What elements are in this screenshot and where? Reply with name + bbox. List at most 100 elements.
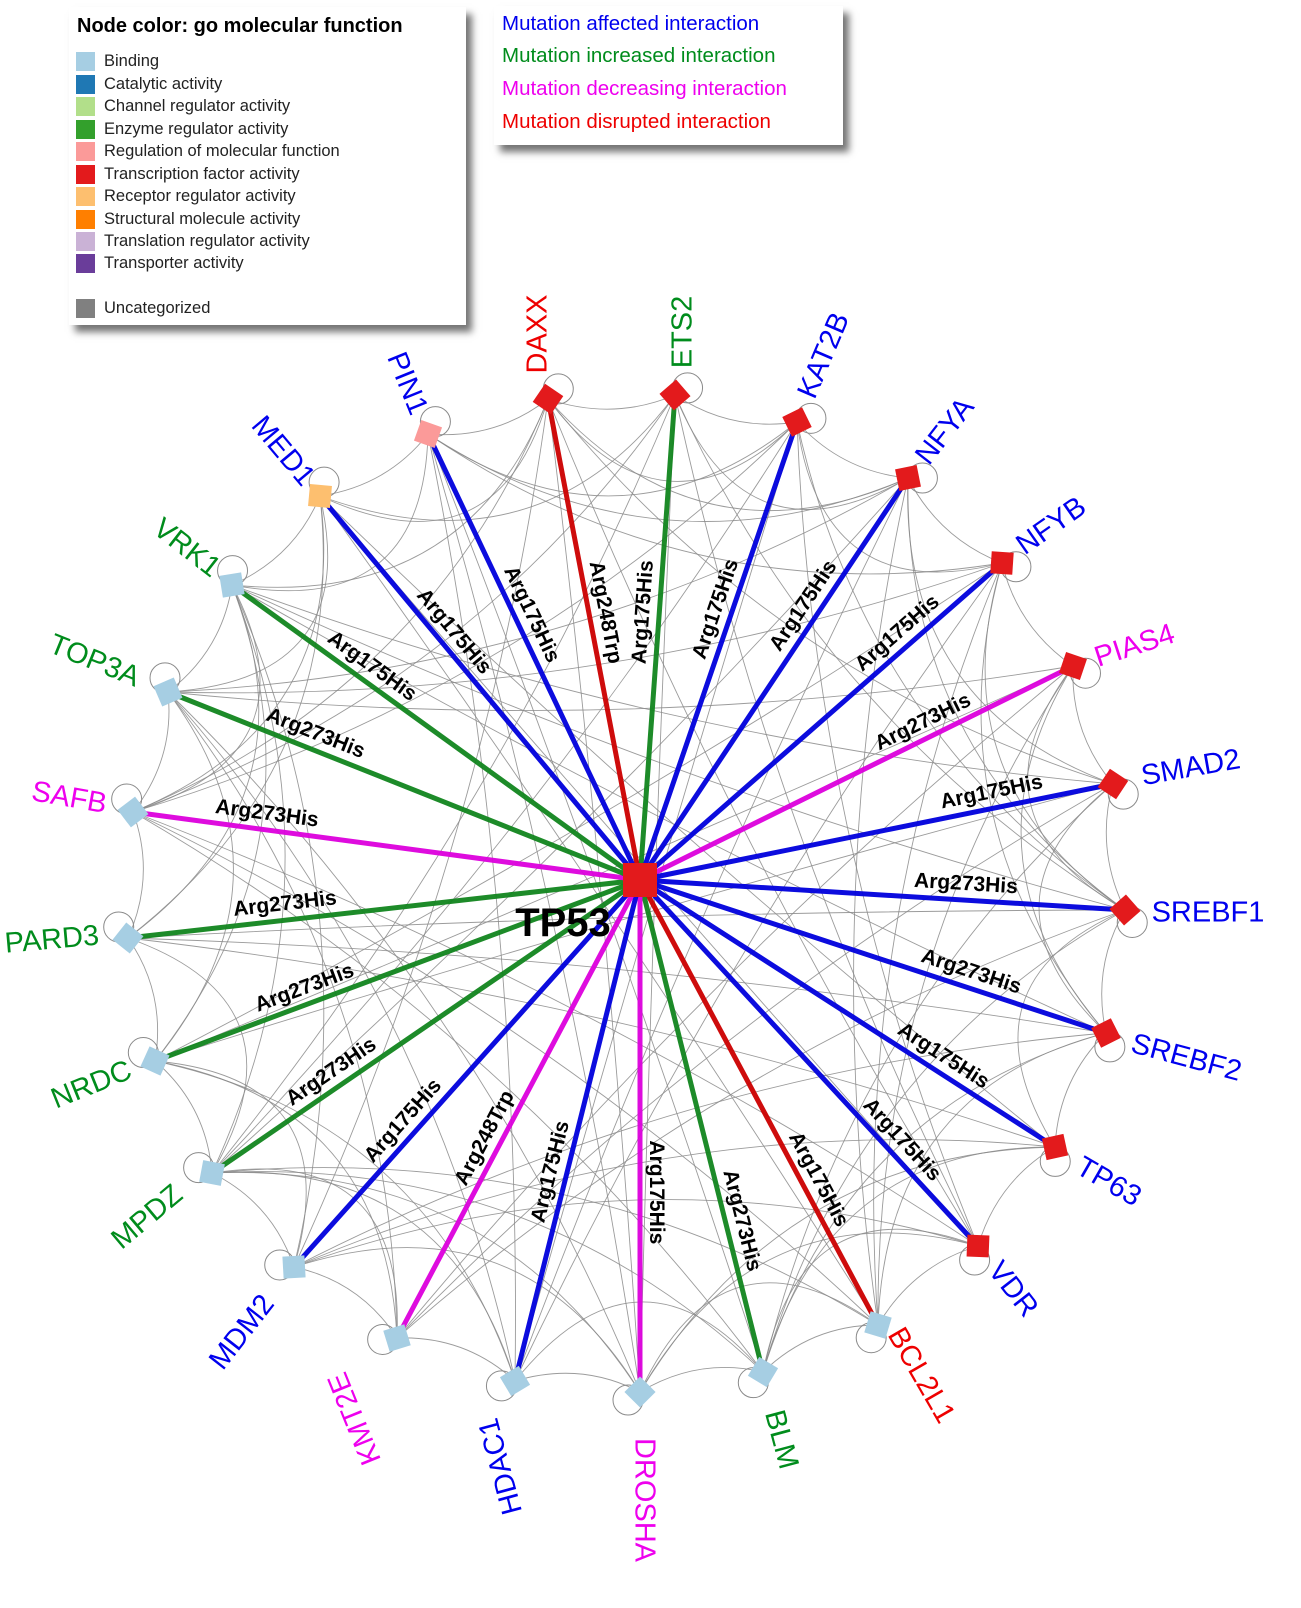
mutation-edge <box>291 877 643 1270</box>
node-label: KMT2E <box>322 1368 388 1470</box>
mutation-edge <box>229 582 643 883</box>
background-edge <box>427 433 516 1382</box>
background-edge <box>127 811 144 939</box>
node-square <box>1091 1018 1121 1048</box>
background-edge <box>154 562 1003 1062</box>
mutation-edge <box>637 877 1109 1036</box>
go-legend-title: Node color: go molecular function <box>77 15 403 37</box>
go-color-legend: Node color: go molecular function Bindin… <box>69 7 466 325</box>
background-edge <box>427 433 764 1373</box>
mutation-edge <box>545 396 643 883</box>
node-label: MDM2 <box>203 1289 281 1376</box>
node-square <box>413 419 443 449</box>
interaction-legend-item: Mutation disrupted interaction <box>502 110 771 133</box>
go-legend-label: Catalytic activity <box>104 74 223 93</box>
background-edge <box>396 1337 516 1382</box>
background-edge <box>211 394 676 1174</box>
background-edge <box>1020 665 1107 1034</box>
node-label: DAXX <box>522 295 554 374</box>
node-label: MPDZ <box>105 1178 189 1255</box>
background-edge <box>132 398 549 813</box>
node-square <box>895 465 921 491</box>
mutation-label: Arg175His <box>850 590 943 676</box>
go-legend-swatch <box>76 209 95 229</box>
node-label: VRK1 <box>147 512 226 584</box>
mutation-edges <box>125 392 1128 1395</box>
background-edge <box>231 584 1126 911</box>
go-legend-item: Structural molecule activity <box>76 209 300 229</box>
node-square <box>990 551 1014 575</box>
go-legend-label: Receptor regulator activity <box>104 186 296 205</box>
mutation-label: Arg175His <box>360 1074 446 1167</box>
background-edge <box>1054 1032 1107 1148</box>
go-legend-label: Structural molecule activity <box>104 209 301 228</box>
background-edge <box>514 1372 641 1393</box>
background-edge <box>211 584 286 1174</box>
go-legend-item: Channel regulator activity <box>76 96 290 116</box>
background-edge <box>132 811 979 1247</box>
interaction-legend-item: Mutation increased interaction <box>502 44 776 67</box>
node-label: BCL2L1 <box>881 1322 961 1429</box>
background-edge <box>231 495 321 586</box>
mutation-label: Arg175His <box>645 1140 668 1244</box>
go-legend-swatch <box>76 298 95 318</box>
mutation-label: Arg175His <box>412 584 496 679</box>
node-label: PIAS4 <box>1091 618 1179 674</box>
center-node-square <box>623 863 657 897</box>
background-edge <box>231 433 429 592</box>
background-edge <box>167 584 233 693</box>
background-edge <box>132 394 676 813</box>
go-legend-label: Translation regulator activity <box>104 231 310 250</box>
mutation-edge <box>637 663 1076 883</box>
go-legend-swatch <box>76 231 95 251</box>
node-square <box>864 1311 892 1339</box>
background-edge <box>319 495 1056 1148</box>
background-edge <box>127 937 1107 1034</box>
node-label: TOP3A <box>45 628 145 693</box>
go-legend-item: Regulation of molecular function <box>76 141 340 161</box>
node-label: NFYB <box>1010 491 1092 562</box>
node-label: SMAD2 <box>1139 743 1243 792</box>
node-square <box>199 1160 225 1186</box>
background-edge <box>762 1324 879 1373</box>
background-edge <box>293 1199 979 1268</box>
node-square <box>624 1376 656 1408</box>
background-edge <box>427 433 641 1393</box>
interaction-legend-item: Mutation decreasing interaction <box>502 77 787 100</box>
go-legend-item: Binding <box>76 51 159 71</box>
go-legend-label: Channel regulator activity <box>104 96 291 115</box>
mutation-edge <box>637 877 881 1328</box>
background-edge <box>167 562 1003 694</box>
mutation-label: Arg175His <box>628 559 658 664</box>
background-edge <box>639 1367 764 1393</box>
background-edge <box>873 562 1003 1326</box>
background-edge <box>1001 562 1074 667</box>
mutation-edge <box>209 877 643 1176</box>
center-node-label: TP53 <box>515 901 611 945</box>
mutation-label: Arg175His <box>323 626 421 706</box>
node-label: KAT2B <box>792 308 857 403</box>
background-edge <box>132 495 325 813</box>
background-edge <box>154 691 234 1062</box>
mutation-label: Arg273His <box>913 869 1018 898</box>
node-label: SREBF2 <box>1128 1028 1245 1088</box>
mutation-edge <box>152 877 643 1064</box>
background-edge <box>167 477 909 693</box>
background-edge <box>514 562 1003 1382</box>
background-edge <box>1072 665 1114 785</box>
node-square <box>1097 768 1129 800</box>
go-legend-item: Catalytic activity <box>76 74 222 94</box>
background-edge <box>427 433 1003 575</box>
background-edge <box>231 584 1107 1034</box>
go-legend-label: Transcription factor activity <box>104 164 300 183</box>
mutation-edge <box>637 781 1116 883</box>
background-edge <box>547 398 979 1247</box>
background-edge <box>293 1139 1056 1268</box>
node-label: SREBF1 <box>1152 897 1265 929</box>
node-label: NRDC <box>47 1054 137 1115</box>
background-edge <box>396 909 1126 1339</box>
mutation-edge <box>637 877 1128 913</box>
node-label: DROSHA <box>628 1438 660 1563</box>
go-legend-swatch <box>76 119 95 139</box>
node-label: TP63 <box>1071 1151 1147 1213</box>
